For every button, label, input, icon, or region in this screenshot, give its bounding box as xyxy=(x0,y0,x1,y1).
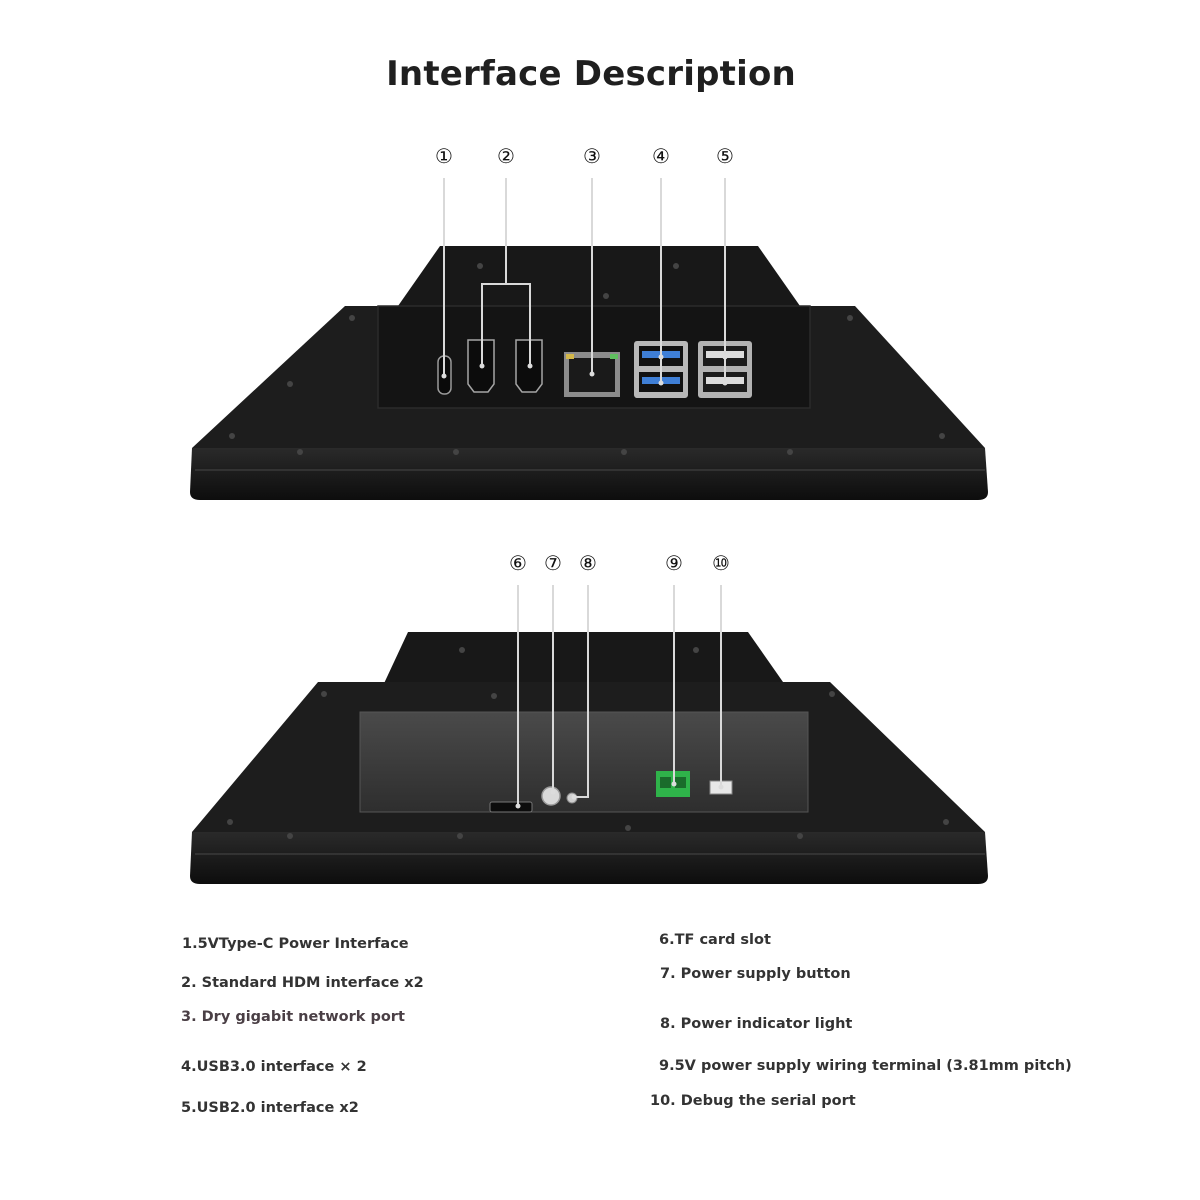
top-back-plate xyxy=(398,246,800,306)
tf-card-slot xyxy=(489,801,533,813)
description-9: 9.5V power supply wiring terminal (3.81m… xyxy=(659,1058,1072,1074)
description-7: 7. Power supply button xyxy=(660,966,851,982)
callout-7: ⑦ xyxy=(544,551,562,575)
page-title: Interface Description xyxy=(386,54,796,94)
description-10: 10. Debug the serial port xyxy=(650,1093,856,1109)
description-2: 2. Standard HDM interface x2 xyxy=(181,975,424,991)
callout-5: ⑤ xyxy=(716,144,734,168)
callout-numbers: ① ② ③ ④ ⑤ ⑥ ⑦ ⑧ ⑨ ⑩ xyxy=(435,144,734,575)
callout-10: ⑩ xyxy=(712,551,730,575)
callout-2: ② xyxy=(497,144,515,168)
bottom-bezel xyxy=(190,832,988,884)
callout-3: ③ xyxy=(583,144,601,168)
bottom-device-view xyxy=(190,585,988,884)
description-8: 8. Power indicator light xyxy=(660,1016,853,1032)
bottom-back-box xyxy=(359,711,809,813)
callout-1: ① xyxy=(435,144,453,168)
callout-4: ④ xyxy=(652,144,670,168)
description-1: 1.5VType-C Power Interface xyxy=(182,936,409,952)
top-bezel xyxy=(190,448,988,500)
description-3: 3. Dry gigabit network port xyxy=(181,1009,405,1025)
top-device-view xyxy=(190,178,988,500)
power-button xyxy=(541,786,561,806)
bottom-back-plate xyxy=(380,632,790,692)
callout-6: ⑥ xyxy=(509,551,527,575)
description-5: 5.USB2.0 interface x2 xyxy=(181,1100,359,1116)
callout-9: ⑨ xyxy=(665,551,683,575)
description-6: 6.TF card slot xyxy=(659,932,771,948)
callout-8: ⑧ xyxy=(579,551,597,575)
description-4: 4.USB3.0 interface × 2 xyxy=(181,1059,367,1075)
